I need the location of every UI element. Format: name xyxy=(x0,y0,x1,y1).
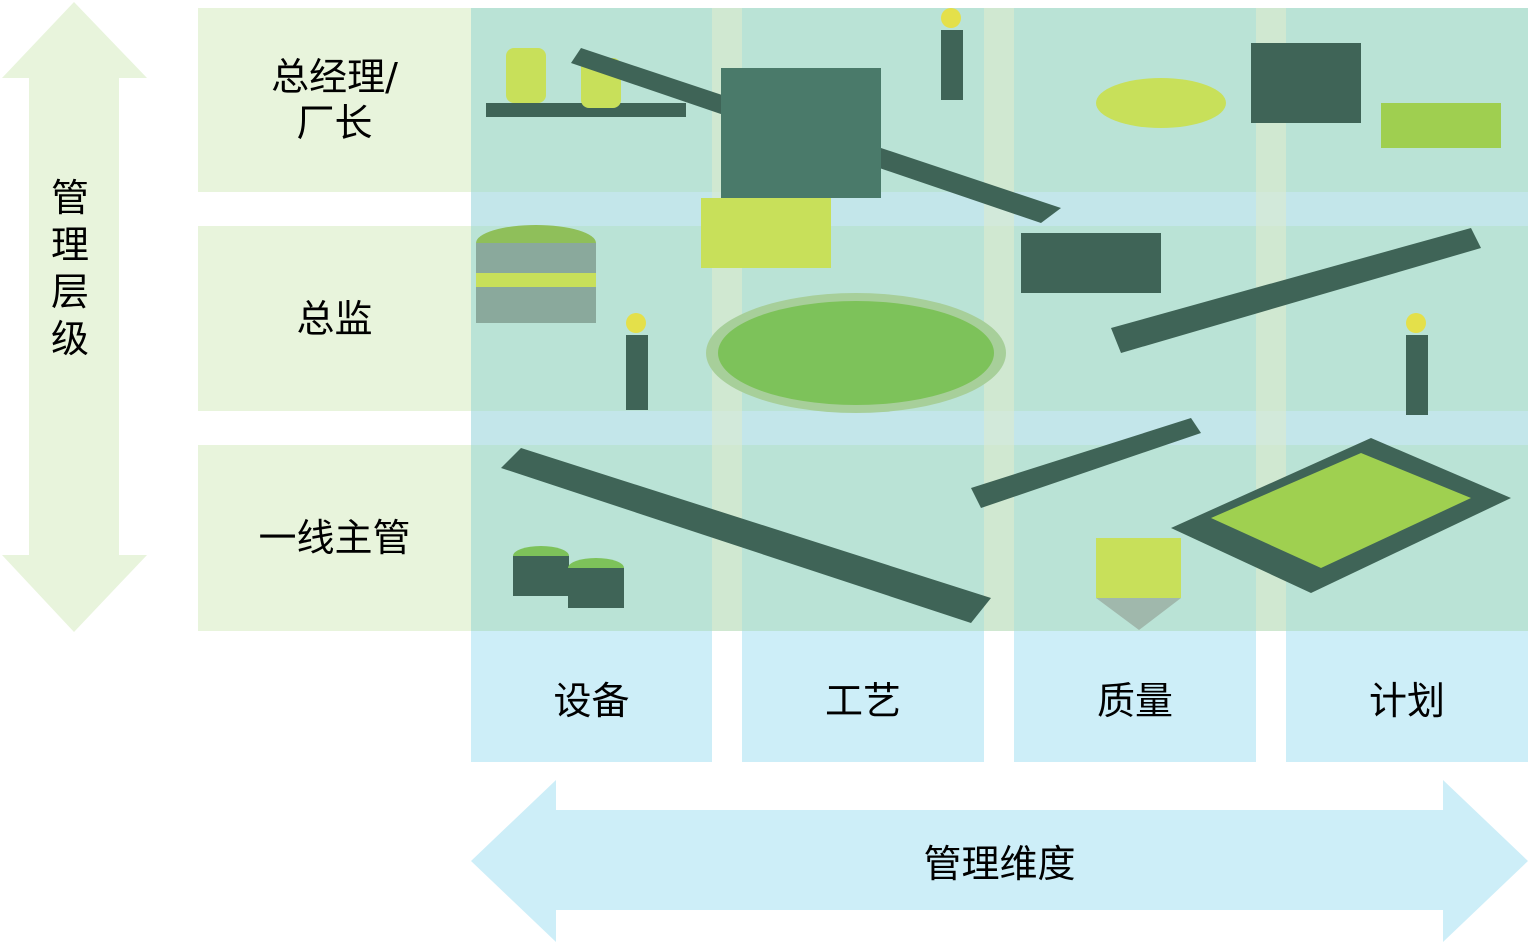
row-label-supervisor: 一线主管 xyxy=(258,516,411,560)
column-label-plan: 计划 xyxy=(1368,678,1445,723)
vertical-double-arrow xyxy=(2,2,147,632)
row-label-director: 总监 xyxy=(296,296,373,341)
horizontal-double-arrow xyxy=(471,780,1528,942)
factory-illustration xyxy=(471,8,1528,631)
horizontal-axis-label: 管理维度 xyxy=(923,841,1076,886)
column-label-quality: 质量 xyxy=(1096,678,1173,723)
row-label-general-manager: 总经理/厂长 xyxy=(271,55,398,145)
vertical-axis-label: 管理层级 xyxy=(50,176,89,361)
column-label-equipment: 设备 xyxy=(553,678,630,723)
column-label-process: 工艺 xyxy=(824,678,901,723)
